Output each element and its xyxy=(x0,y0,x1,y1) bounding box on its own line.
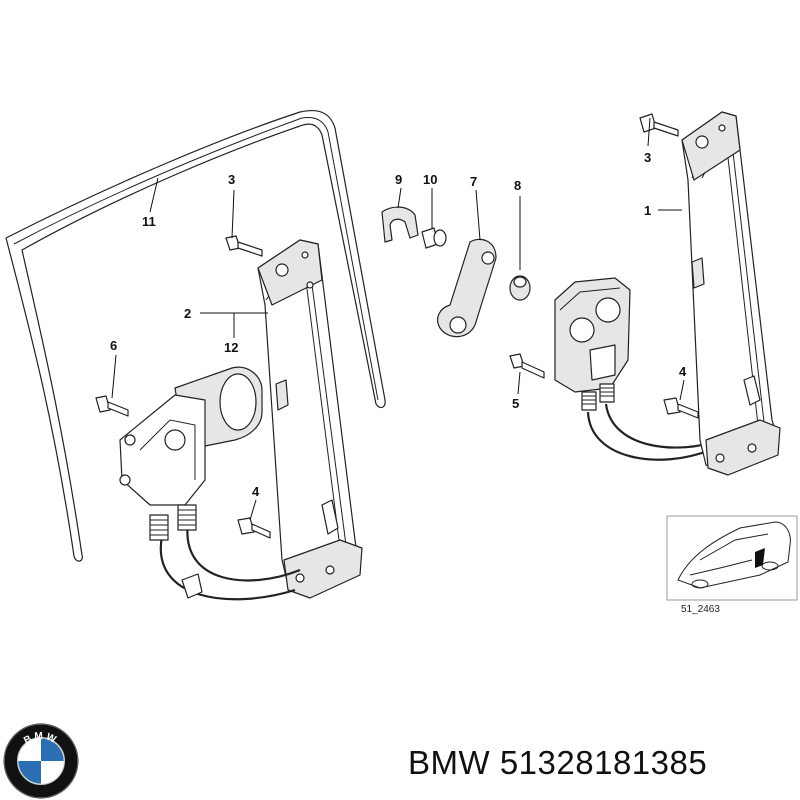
callout-4-right: 4 xyxy=(679,364,687,379)
bolt-part-10 xyxy=(421,227,447,249)
brand-logo: BMW xyxy=(3,723,79,799)
callout-10: 10 xyxy=(423,172,437,187)
left-window-motor xyxy=(119,366,263,541)
brand-name: BMW xyxy=(408,744,491,781)
callout-5: 5 xyxy=(512,396,519,411)
callout-9: 9 xyxy=(395,172,402,187)
inset-car-thumbnail: 51_2463 xyxy=(666,515,798,615)
left-screw-6 xyxy=(95,395,129,417)
leader-lines xyxy=(111,117,685,521)
bushing-part-8 xyxy=(509,275,531,301)
callout-7: 7 xyxy=(470,174,477,189)
door-glass-frame xyxy=(5,109,386,562)
link-arm-part-7 xyxy=(437,238,497,338)
part-number: 51328181385 xyxy=(499,744,708,781)
svg-text:BMW: BMW xyxy=(22,731,60,747)
callout-11: 11 xyxy=(142,214,156,229)
left-screw-3 xyxy=(225,235,263,257)
callout-2: 2 xyxy=(184,306,191,321)
right-screw-4 xyxy=(663,397,699,419)
right-screw-3 xyxy=(639,113,679,137)
callout-6: 6 xyxy=(110,338,117,353)
right-screw-5 xyxy=(509,353,545,379)
callout-1: 1 xyxy=(644,203,651,218)
left-screw-4 xyxy=(237,517,271,539)
inset-diagram-code: 51_2463 xyxy=(681,604,720,615)
clip-part-9 xyxy=(381,206,419,243)
callout-8: 8 xyxy=(514,178,521,193)
callout-4-left: 4 xyxy=(252,484,260,499)
part-number-caption: BMW 51328181385 xyxy=(408,744,707,782)
callout-3-right: 3 xyxy=(644,150,651,165)
left-window-regulator xyxy=(159,239,363,601)
callout-3-left: 3 xyxy=(228,172,235,187)
callout-12: 12 xyxy=(224,340,238,355)
right-window-regulator xyxy=(681,111,781,476)
callout-labels: 11 3 2 12 6 4 9 10 7 8 5 3 1 4 xyxy=(110,150,687,499)
right-window-motor xyxy=(554,277,721,461)
